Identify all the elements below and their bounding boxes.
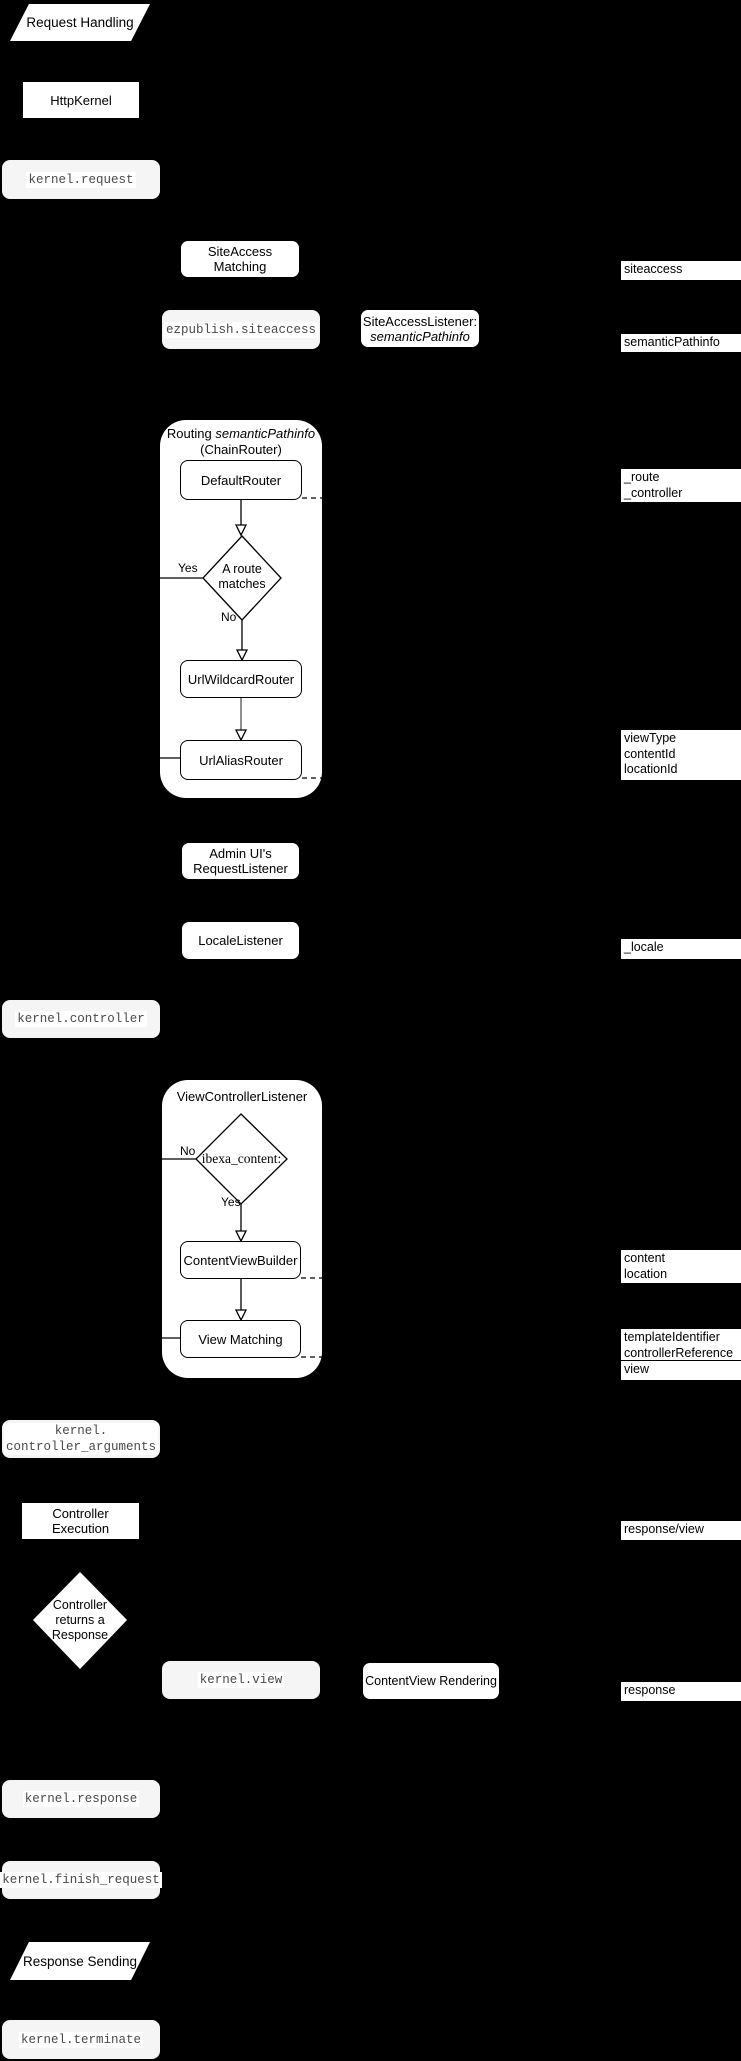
locale-listener-label: LocaleListener xyxy=(198,933,283,948)
kernel-request-label: kernel.request xyxy=(26,171,136,188)
kernel-controller-arguments-label: kernel. controller_arguments xyxy=(3,1423,159,1455)
view-controller-arrowheads xyxy=(234,1230,248,1322)
request-handling-label: Request Handling xyxy=(26,15,134,30)
kernel-finish-request-event: kernel.finish_request xyxy=(0,1861,162,1899)
url-alias-router-label: UrlAliasRouter xyxy=(199,752,283,768)
kernel-terminate-label: kernel.terminate xyxy=(18,2031,144,2048)
url-alias-router-node: UrlAliasRouter xyxy=(180,740,302,780)
siteaccess-listener-node: SiteAccessListener: semanticPathinfo xyxy=(360,309,480,348)
side-label-content-location: content location xyxy=(621,1250,741,1283)
controller-execution-label: Controller Execution xyxy=(51,1506,110,1536)
routing-group-connectors xyxy=(160,497,323,779)
controller-returns-response-diamond xyxy=(31,1570,129,1671)
default-router-node: DefaultRouter xyxy=(180,460,302,500)
view-controller-connectors xyxy=(162,1158,323,1358)
admin-request-listener-node: Admin UI's RequestListener xyxy=(181,842,300,880)
side-label-view: view xyxy=(621,1361,741,1380)
ibexa-content-yes-label: Yes xyxy=(221,1195,241,1209)
default-router-label: DefaultRouter xyxy=(200,472,282,488)
controller-returns-response-label: Controller returns a Response xyxy=(51,1598,109,1642)
side-label-response: response xyxy=(621,1682,741,1701)
kernel-response-event: kernel.response xyxy=(2,1780,160,1818)
routing-group-arrowheads xyxy=(234,524,249,742)
side-label-siteaccess: siteaccess xyxy=(621,261,741,280)
ibexa-content-diamond xyxy=(195,1113,288,1205)
kernel-finish-request-label: kernel.finish_request xyxy=(0,1872,162,1888)
route-matches-yes-label: Yes xyxy=(178,561,198,575)
controller-execution-node: Controller Execution xyxy=(21,1502,140,1540)
view-matching-node: View Matching xyxy=(180,1320,301,1358)
kernel-controller-label: kernel.controller xyxy=(15,1011,147,1027)
locale-listener-node: LocaleListener xyxy=(181,921,300,960)
url-wildcard-router-label: UrlWildcardRouter xyxy=(187,671,295,687)
siteaccess-listener-label: SiteAccessListener: semanticPathinfo xyxy=(362,313,478,344)
view-controller-listener-title: ViewControllerListener xyxy=(176,1089,308,1104)
route-matches-label: A route matches xyxy=(218,562,266,591)
route-matches-diamond xyxy=(202,535,282,621)
ibexa-content-label: ibexa_content: xyxy=(201,1151,282,1166)
route-matches-no-label: No xyxy=(221,610,237,624)
url-wildcard-router-node: UrlWildcardRouter xyxy=(180,660,302,698)
kernel-controller-arguments-event: kernel. controller_arguments xyxy=(2,1420,160,1458)
contentview-rendering-node: ContentView Rendering xyxy=(362,1662,500,1700)
http-kernel-node: HttpKernel xyxy=(22,81,140,119)
side-label-viewtype-contentid-locationid: viewType contentId locationId xyxy=(621,730,741,780)
response-sending-node: Response Sending xyxy=(10,1942,150,1980)
content-view-builder-node: ContentViewBuilder xyxy=(180,1241,301,1279)
kernel-terminate-event: kernel.terminate xyxy=(2,2020,160,2059)
side-label-locale: _locale xyxy=(621,939,741,959)
routing-group-title: Routing semanticPathinfo (ChainRouter) xyxy=(166,426,316,457)
kernel-view-event: kernel.view xyxy=(162,1661,320,1699)
content-view-builder-label: ContentViewBuilder xyxy=(183,1252,298,1268)
side-label-route-controller: _route _controller xyxy=(621,469,741,502)
view-matching-label: View Matching xyxy=(198,1331,283,1347)
ezpublish-siteaccess-label: ezpublish.siteaccess xyxy=(163,321,319,338)
request-handling-node: Request Handling xyxy=(10,4,150,41)
ibexa-content-no-label: No xyxy=(180,1144,196,1158)
kernel-view-label: kernel.view xyxy=(197,1672,285,1688)
side-label-response-view: response/view xyxy=(621,1521,741,1540)
ezpublish-siteaccess-event: ezpublish.siteaccess xyxy=(162,310,320,349)
http-kernel-label: HttpKernel xyxy=(50,92,112,108)
kernel-controller-event: kernel.controller xyxy=(2,1000,160,1038)
kernel-response-label: kernel.response xyxy=(22,1791,140,1807)
kernel-request-event: kernel.request xyxy=(2,160,160,199)
contentview-rendering-label: ContentView Rendering xyxy=(365,1673,497,1688)
siteaccess-matching-node: SiteAccess Matching xyxy=(180,240,300,278)
side-label-template-controller-reference: templateIdentifier controllerReference xyxy=(621,1329,741,1360)
side-label-semantic-pathinfo: semanticPathinfo xyxy=(621,334,741,352)
response-sending-label: Response Sending xyxy=(22,1953,138,1969)
siteaccess-matching-label: SiteAccess Matching xyxy=(207,244,273,274)
